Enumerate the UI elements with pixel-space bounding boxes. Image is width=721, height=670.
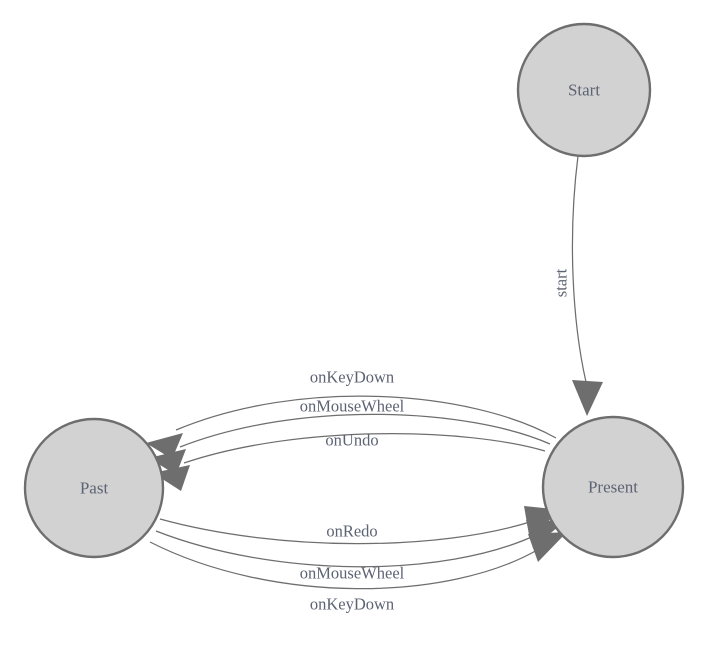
- edge-start-to-present-path: [571, 155, 587, 383]
- node-past[interactable]: Past: [23, 417, 165, 559]
- edge-present-to-past-onmousewheel-path: [179, 413, 551, 448]
- node-present-label: Present: [588, 478, 638, 497]
- edge-past-to-present-onkeydown-path: [149, 541, 540, 590]
- node-present[interactable]: Present: [541, 415, 685, 559]
- edge-past-to-present-onredo-label: onRedo: [326, 522, 377, 541]
- node-start[interactable]: Start: [516, 22, 652, 158]
- edge-present-to-past-onundo: onUndo: [153, 431, 546, 491]
- edge-present-to-past-onundo-label: onUndo: [325, 431, 378, 450]
- edge-past-to-present-onkeydown-arrowhead: [528, 532, 567, 562]
- node-present-circle[interactable]: [541, 415, 685, 559]
- edge-present-to-past-onundo-arrowhead: [153, 465, 190, 491]
- edge-past-to-present-onmousewheel-path: [155, 530, 537, 568]
- node-past-circle[interactable]: [23, 417, 165, 559]
- edge-present-to-past-onkeydown-label: onKeyDown: [310, 368, 394, 387]
- edge-past-to-present-onmousewheel-label: onMouseWheel: [300, 564, 405, 583]
- edge-past-to-present-onkeydown: onKeyDown: [149, 532, 567, 614]
- edge-start-to-present: start: [552, 155, 603, 416]
- node-past-label: Past: [80, 479, 109, 498]
- edge-past-to-present-onredo: onRedo: [159, 506, 563, 545]
- edge-start-to-present-label: start: [552, 268, 571, 297]
- node-start-label: Start: [568, 81, 600, 100]
- edge-past-to-present-onredo-path: [159, 518, 534, 545]
- edge-start-to-present-arrowhead: [572, 380, 603, 416]
- edge-present-to-past-onmousewheel-label: onMouseWheel: [300, 397, 405, 416]
- edge-present-to-past-onkeydown-path: [175, 395, 557, 439]
- edge-present-to-past-onundo-path: [183, 433, 546, 464]
- edge-past-to-present-onkeydown-label: onKeyDown: [310, 595, 394, 614]
- node-start-circle[interactable]: [516, 22, 652, 158]
